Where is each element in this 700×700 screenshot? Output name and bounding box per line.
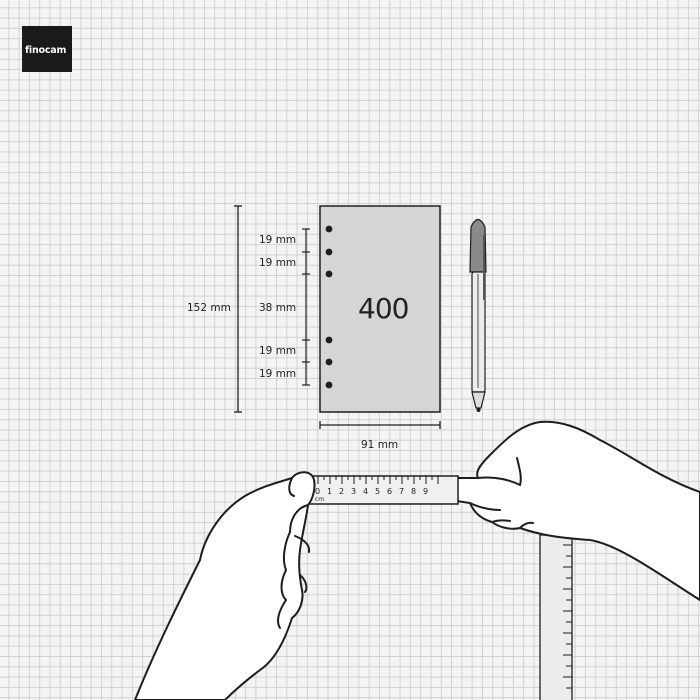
vertical-ruler — [539, 534, 573, 700]
spacing-label-2: 19 mm — [259, 257, 297, 269]
height-dimension-line — [234, 205, 242, 413]
ruler-number: 8 — [411, 487, 417, 496]
ruler-number: 5 — [375, 487, 381, 496]
punch-holes — [325, 225, 333, 389]
spacing-label-1: 19 mm — [259, 234, 297, 246]
spacing-label-4: 19 mm — [259, 345, 297, 357]
ruler-unit: cm — [315, 496, 325, 503]
left-hand — [134, 471, 316, 700]
spacing-label-3: 38 mm — [259, 302, 297, 314]
page-count: 400 — [358, 292, 409, 325]
ruler-number: 4 — [363, 487, 369, 496]
ruler-number: 1 — [327, 487, 333, 496]
logo-text: finocam — [25, 45, 67, 56]
width-dimension-line — [319, 421, 441, 429]
ruler-number: 2 — [339, 487, 345, 496]
ruler-number: 3 — [351, 487, 357, 496]
finocam-logo: finocam — [22, 26, 72, 72]
ruler-number: 7 — [399, 487, 405, 496]
height-label: 152 mm — [187, 302, 231, 314]
ballpoint-pen — [469, 218, 487, 413]
spacing-label-5: 19 mm — [259, 368, 297, 380]
ruler-number: 6 — [387, 487, 393, 496]
refill-sheet — [319, 205, 441, 413]
hole-spacing-dimension-line — [302, 228, 310, 386]
ruler-number: 9 — [423, 487, 429, 496]
ruler-number: 0 — [315, 487, 321, 496]
width-label: 91 mm — [361, 439, 399, 451]
